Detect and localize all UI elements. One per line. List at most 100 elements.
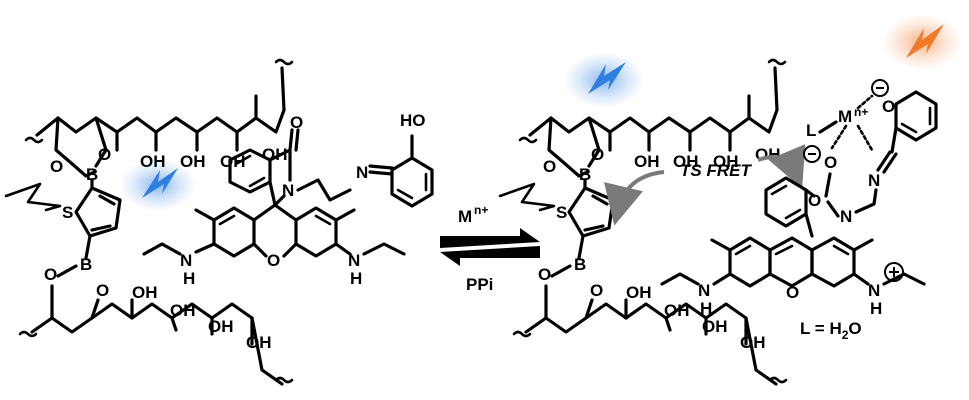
fret-label: TS FRET bbox=[680, 161, 752, 180]
metal-charge: n+ bbox=[854, 105, 868, 119]
oxygen-label: O bbox=[590, 281, 603, 300]
forward-label: M bbox=[458, 207, 472, 226]
thiophene-boron-bond bbox=[577, 234, 585, 260]
reverse-arrow bbox=[440, 246, 540, 266]
ethylene-linker bbox=[296, 178, 352, 202]
left-top-boronate-ring bbox=[54, 116, 96, 178]
aromatic-bond bbox=[900, 122, 918, 134]
left-bottom-chain bbox=[90, 302, 284, 386]
right-bottom-chain bbox=[584, 302, 778, 386]
ring-bond bbox=[524, 316, 548, 334]
nitrogen-label: N bbox=[356, 163, 368, 182]
oh-label: OH bbox=[664, 301, 690, 320]
thiophene-double bbox=[98, 194, 116, 206]
boron-label: B bbox=[579, 165, 591, 184]
thiophene-boron-bond bbox=[84, 234, 92, 260]
ring-link bbox=[804, 212, 814, 238]
equilibrium-arrows: M n+ PPi bbox=[440, 203, 540, 294]
oxygen-label: O bbox=[591, 145, 604, 164]
ring-bond bbox=[544, 284, 594, 334]
spiro-bond bbox=[273, 194, 286, 207]
methyl-bond bbox=[710, 238, 732, 252]
conjugated-backbone-icon bbox=[4, 182, 62, 212]
oh-label: OH bbox=[740, 333, 766, 352]
ethyl-group bbox=[660, 272, 700, 286]
oxygen-label: O bbox=[267, 251, 280, 270]
ring-bond bbox=[587, 116, 601, 168]
aromatic-bond bbox=[218, 214, 236, 226]
nitrogen-label: N bbox=[868, 171, 880, 190]
aromatic-bond bbox=[248, 176, 266, 188]
hydrogen-label: H bbox=[350, 269, 362, 288]
oh-bond bbox=[170, 316, 178, 332]
oxygen-label: O bbox=[50, 157, 63, 176]
oxygen-label: O bbox=[786, 283, 799, 302]
ring-bond bbox=[50, 284, 100, 334]
carboxylate-oxygen: O bbox=[824, 153, 837, 172]
boron-label: B bbox=[80, 255, 92, 274]
boron-label: B bbox=[86, 165, 98, 184]
carbonyl-bond bbox=[268, 148, 292, 162]
oxygen-label: O bbox=[290, 113, 303, 132]
amine-bond bbox=[712, 272, 732, 286]
coordination-bond bbox=[856, 94, 874, 110]
ring-link bbox=[804, 188, 816, 198]
aromatic-bond bbox=[234, 154, 252, 166]
aromatic-bond bbox=[832, 244, 850, 256]
polymer-continuation bbox=[767, 58, 787, 66]
oh-label: OH bbox=[180, 152, 206, 171]
aromatic-bond bbox=[734, 244, 752, 256]
hydroxyl-label: HO bbox=[400, 111, 426, 130]
xanthene-bridge bbox=[252, 203, 298, 222]
nitrogen-label: N bbox=[868, 281, 880, 300]
ethyl-group bbox=[142, 242, 182, 256]
reverse-label: PPi bbox=[466, 275, 493, 294]
thiophene-ring bbox=[74, 186, 122, 238]
phenolate-oxygen: O bbox=[882, 97, 895, 116]
left-polymer-complex: OH OH OH OH O B O S B O O OH bbox=[4, 58, 434, 386]
blue-lightning-icon bbox=[588, 62, 626, 94]
carbonyl-bond bbox=[824, 172, 832, 198]
aromatic-bond bbox=[774, 244, 794, 256]
ring-bond bbox=[550, 264, 572, 278]
oh-label: OH bbox=[713, 152, 739, 171]
imine-double bbox=[876, 150, 892, 172]
oh-label: OH bbox=[626, 283, 652, 302]
polymer-continuation bbox=[512, 330, 532, 338]
oxygen-label: O bbox=[96, 281, 109, 300]
boron-label: B bbox=[574, 255, 586, 274]
imine-bond bbox=[368, 170, 394, 176]
left-top-chain bbox=[35, 108, 286, 137]
imine-chain bbox=[890, 126, 898, 154]
right-top-chain-end bbox=[773, 66, 779, 112]
fret-arrow-to-rhodamine bbox=[757, 144, 806, 189]
ring-bond bbox=[56, 264, 78, 278]
rhodamine-opened: O N H N H bbox=[660, 176, 926, 318]
nitrogen-label: N bbox=[180, 251, 192, 270]
ring-bond bbox=[547, 116, 589, 178]
fret-arrow-to-thiophene bbox=[604, 170, 665, 226]
imine-double bbox=[882, 152, 898, 174]
amide-nitrogen: N bbox=[840, 207, 852, 226]
right-polymer-complex: OH OH OH OH O B O S B O O OH OH OH OH bbox=[498, 14, 962, 386]
oxygen-label: O bbox=[98, 145, 111, 164]
aromatic-bond bbox=[770, 184, 788, 196]
polymer-continuation bbox=[274, 58, 294, 66]
methyl-bond bbox=[334, 208, 356, 222]
metal-complex: M n+ L O N O O N bbox=[803, 79, 938, 226]
aromatic-bond bbox=[314, 214, 332, 226]
polymer-continuation bbox=[768, 376, 788, 384]
thiophene-double bbox=[583, 224, 605, 232]
ring-bond bbox=[94, 116, 108, 168]
nitrogen-label: N bbox=[348, 251, 360, 270]
nitrogen-label: N bbox=[698, 281, 710, 300]
xanthene-bridge bbox=[282, 242, 298, 258]
aromatic-bond bbox=[396, 188, 414, 200]
oh-label: OH bbox=[246, 333, 272, 352]
polymer-continuation bbox=[24, 136, 44, 144]
spiro-bond bbox=[268, 180, 277, 207]
aromatic-bond bbox=[784, 208, 802, 220]
polymer-continuation bbox=[274, 376, 294, 384]
